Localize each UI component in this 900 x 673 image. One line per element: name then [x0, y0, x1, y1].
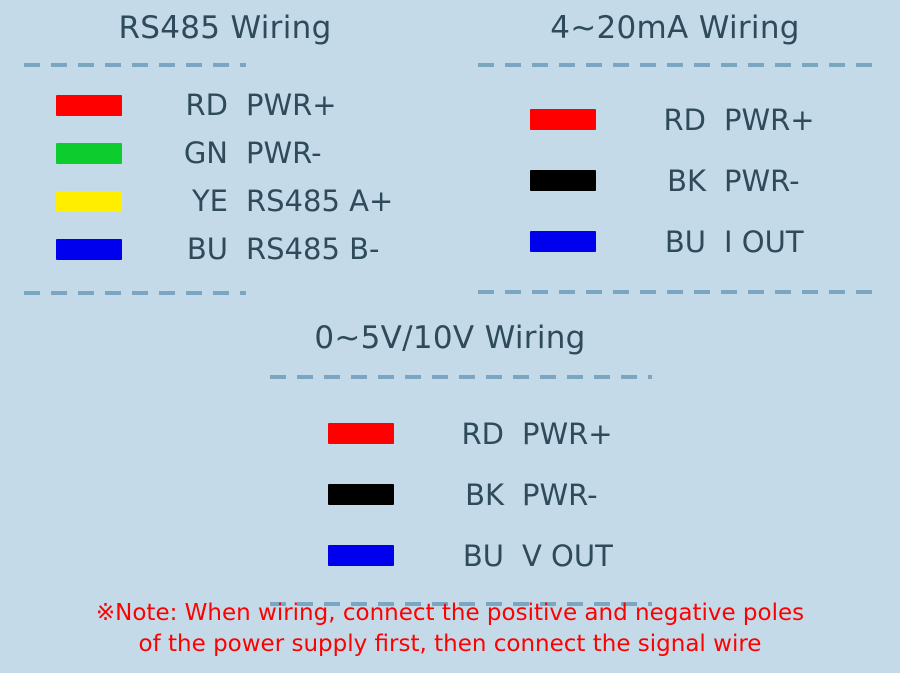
wire-function: I OUT [724, 224, 804, 259]
red-swatch [56, 94, 122, 116]
dashed-divider-bottom [270, 602, 652, 606]
panel-title-voltage: 0~5V/10V Wiring [314, 320, 586, 356]
warning-note: ※Note: When wiring, connect the positive… [0, 598, 900, 660]
wire-function: V OUT [522, 538, 613, 573]
wire-function: RS485 B- [246, 232, 380, 266]
panel-rs485-wiring: RS485 Wiring RD PWR+ GN PWR- YE RS485 A+… [0, 8, 450, 295]
dashed-divider-top [24, 63, 246, 67]
panel-title-rs485: RS485 Wiring [118, 10, 332, 46]
wire-code: GN [183, 136, 228, 170]
wire-row-list-4-20ma: RD PWR+ BK PWR- BU I OUT [450, 89, 900, 272]
wire-code: RD [185, 88, 228, 122]
yellow-swatch [56, 190, 122, 212]
table-row: RD PWR+ [450, 89, 900, 150]
note-line-1: ※Note: When wiring, connect the positive… [95, 600, 805, 626]
black-swatch [530, 170, 596, 191]
wire-function: PWR+ [724, 102, 815, 137]
blue-swatch [530, 231, 596, 252]
dashed-divider-bottom [478, 290, 878, 294]
wire-function: PWR- [522, 477, 598, 512]
wire-code: BU [664, 224, 706, 259]
black-swatch [328, 484, 394, 505]
wire-row-list-voltage: RD PWR+ BK PWR- BU V OUT [225, 403, 675, 586]
wire-code: BU [462, 538, 504, 573]
dashed-divider-top [270, 375, 652, 379]
wire-code: BK [667, 163, 706, 198]
table-row: BK PWR- [450, 150, 900, 211]
green-swatch [56, 142, 122, 164]
table-row: RD PWR+ [0, 81, 450, 129]
wire-function: PWR+ [522, 416, 613, 451]
blue-swatch [56, 238, 122, 260]
panel-title-4-20ma: 4~20mA Wiring [550, 10, 800, 46]
wire-function: PWR+ [246, 88, 337, 122]
table-row: BU I OUT [450, 211, 900, 272]
table-row: BK PWR- [225, 464, 675, 525]
wire-function: PWR- [724, 163, 800, 198]
note-line-2: of the power supply first, then connect … [138, 631, 762, 657]
wire-function: RS485 A+ [246, 184, 394, 218]
wire-code: RD [461, 416, 504, 451]
table-row: RD PWR+ [225, 403, 675, 464]
table-row: BU RS485 B- [0, 225, 450, 273]
panel-4-20ma-wiring: 4~20mA Wiring RD PWR+ BK PWR- BU I OUT [450, 8, 900, 294]
table-row: BU V OUT [225, 525, 675, 586]
dashed-divider-bottom [24, 291, 246, 295]
table-row: YE RS485 A+ [0, 177, 450, 225]
wire-row-list-rs485: RD PWR+ GN PWR- YE RS485 A+ BU RS485 B- [0, 81, 450, 273]
wire-code: RD [663, 102, 706, 137]
wire-code: YE [191, 184, 228, 218]
red-swatch [530, 109, 596, 130]
wire-code: BU [186, 232, 228, 266]
dashed-divider-top [478, 63, 878, 67]
panel-voltage-wiring: 0~5V/10V Wiring RD PWR+ BK PWR- BU V OUT [225, 318, 675, 606]
blue-swatch [328, 545, 394, 566]
wire-function: PWR- [246, 136, 322, 170]
table-row: GN PWR- [0, 129, 450, 177]
wire-code: BK [465, 477, 504, 512]
red-swatch [328, 423, 394, 444]
